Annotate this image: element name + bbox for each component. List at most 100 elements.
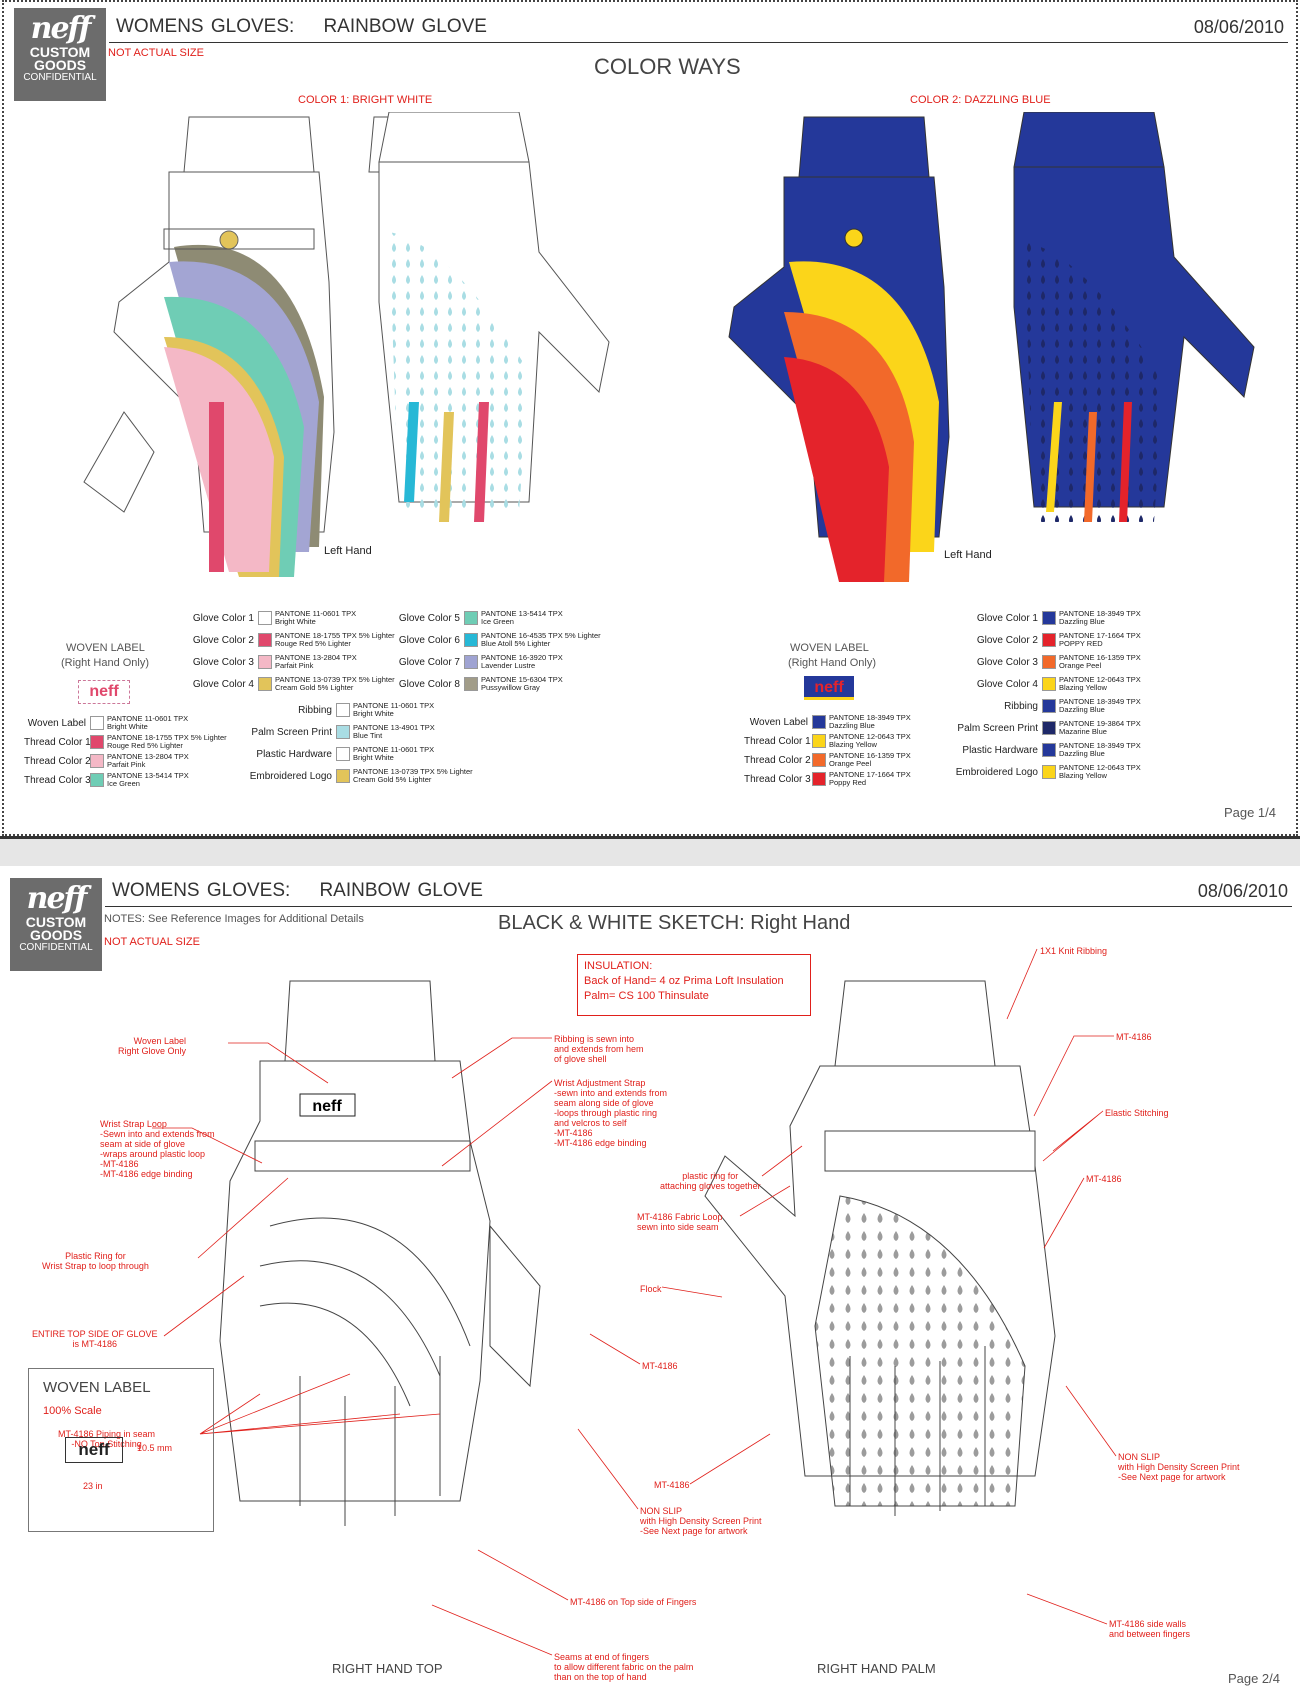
color-swatch	[336, 725, 350, 739]
color-swatch	[1042, 611, 1056, 625]
header-date-2: 08/06/2010	[1197, 881, 1288, 901]
color-spec-label: Glove Color 1	[192, 612, 254, 624]
color-swatch	[464, 611, 478, 625]
page-2: neff CUSTOM GOODS CONFIDENTIAL WOMENS GL…	[0, 866, 1300, 1706]
woven-label-sub-2: (Right Hand Only)	[788, 657, 877, 669]
notes: NOTES: See Reference Images for Addition…	[104, 913, 364, 925]
color-spec-label: Plastic Hardware	[256, 748, 332, 760]
callout-mt4186-side: MT-4186	[1086, 1174, 1122, 1184]
page-header: WOMENS GLOVES: RAINBOW GLOVE	[116, 16, 487, 38]
section-title-2: BLACK & WHITE SKETCH: Right Hand	[498, 912, 851, 934]
color-swatch	[90, 773, 104, 787]
color-swatch	[812, 715, 826, 729]
callout-fabric-loop: MT-4186 Fabric Loop sewn into side seam	[637, 1212, 723, 1232]
color-spec-label: Glove Color 3	[976, 656, 1038, 668]
color-swatch	[258, 633, 272, 647]
callout-entire-top: ENTIRE TOP SIDE OF GLOVE is MT-4186	[32, 1329, 158, 1349]
callout-plastic-ring-palm: plastic ring for attaching gloves togeth…	[660, 1171, 761, 1191]
neff-logo: neff CUSTOM GOODS CONFIDENTIAL	[14, 8, 106, 101]
color-swatch	[90, 754, 104, 768]
insulation-box: INSULATION: Back of Hand= 4 oz Prima Lof…	[577, 954, 811, 1016]
color-swatch	[90, 735, 104, 749]
header-rule-2	[105, 906, 1292, 907]
callout-leader-lines	[152, 948, 1117, 1656]
color-spec-label: Plastic Hardware	[962, 744, 1038, 756]
colorway-1-title: COLOR 1: BRIGHT WHITE	[298, 94, 433, 106]
blue-palm-illustration	[1013, 112, 1255, 522]
color-spec-label: Thread Color 1	[744, 735, 811, 747]
color-swatch	[1042, 721, 1056, 735]
size-note: NOT ACTUAL SIZE	[108, 47, 204, 59]
color-swatch	[464, 677, 478, 691]
callout-knit-ribbing: 1X1 Knit Ribbing	[1040, 946, 1108, 956]
color-swatch	[258, 611, 272, 625]
color-spec-label: Glove Color 6	[398, 634, 460, 646]
left-hand-label-2: Left Hand	[944, 549, 992, 561]
page-number-2: Page 2/4	[1227, 1671, 1280, 1686]
callout-elastic-stitching: Elastic Stitching	[1105, 1108, 1169, 1118]
color-spec-label: Glove Color 8	[398, 678, 460, 690]
color-spec-label: Glove Color 2	[976, 634, 1038, 646]
color-swatch	[90, 716, 104, 730]
page-number-1: Page 1/4	[1223, 805, 1276, 820]
color-spec-label: Ribbing	[298, 704, 332, 716]
caption-top: RIGHT HAND TOP	[332, 1661, 443, 1676]
color-spec-label: Thread Color 2	[24, 755, 91, 767]
color-swatch	[258, 655, 272, 669]
color-spec-label: Glove Color 7	[398, 656, 460, 668]
color-swatch	[1042, 633, 1056, 647]
label-width-dim: 23 in	[83, 1481, 103, 1491]
callout-seams: Seams at end of fingers to allow differe…	[554, 1652, 694, 1682]
color-swatch	[258, 677, 272, 691]
color-swatch	[336, 703, 350, 717]
color-spec-label: Palm Screen Print	[251, 726, 332, 738]
color-spec-label: Woven Label	[749, 716, 808, 728]
callout-top-fingers: MT-4186 on Top side of Fingers	[570, 1597, 697, 1607]
color-spec-label: Glove Color 4	[192, 678, 254, 690]
header-rule	[109, 42, 1288, 43]
color-spec-label: Woven Label	[27, 717, 86, 729]
color-spec-label: Thread Color 3	[744, 773, 811, 785]
color-swatch	[1042, 655, 1056, 669]
color-spec-label: Thread Color 2	[744, 754, 811, 766]
woven-label-full-scale: neff	[65, 1437, 123, 1463]
callout-non-slip-right: NON SLIP with High Density Screen Print …	[1118, 1452, 1240, 1482]
color-spec-label: Glove Color 2	[192, 634, 254, 646]
color-spec-label: Embroidered Logo	[955, 766, 1038, 778]
page-header-2: WOMENS GLOVES: RAINBOW GLOVE	[112, 880, 483, 901]
page-1: neff CUSTOM GOODS CONFIDENTIAL WOMENS GL…	[2, 0, 1298, 836]
